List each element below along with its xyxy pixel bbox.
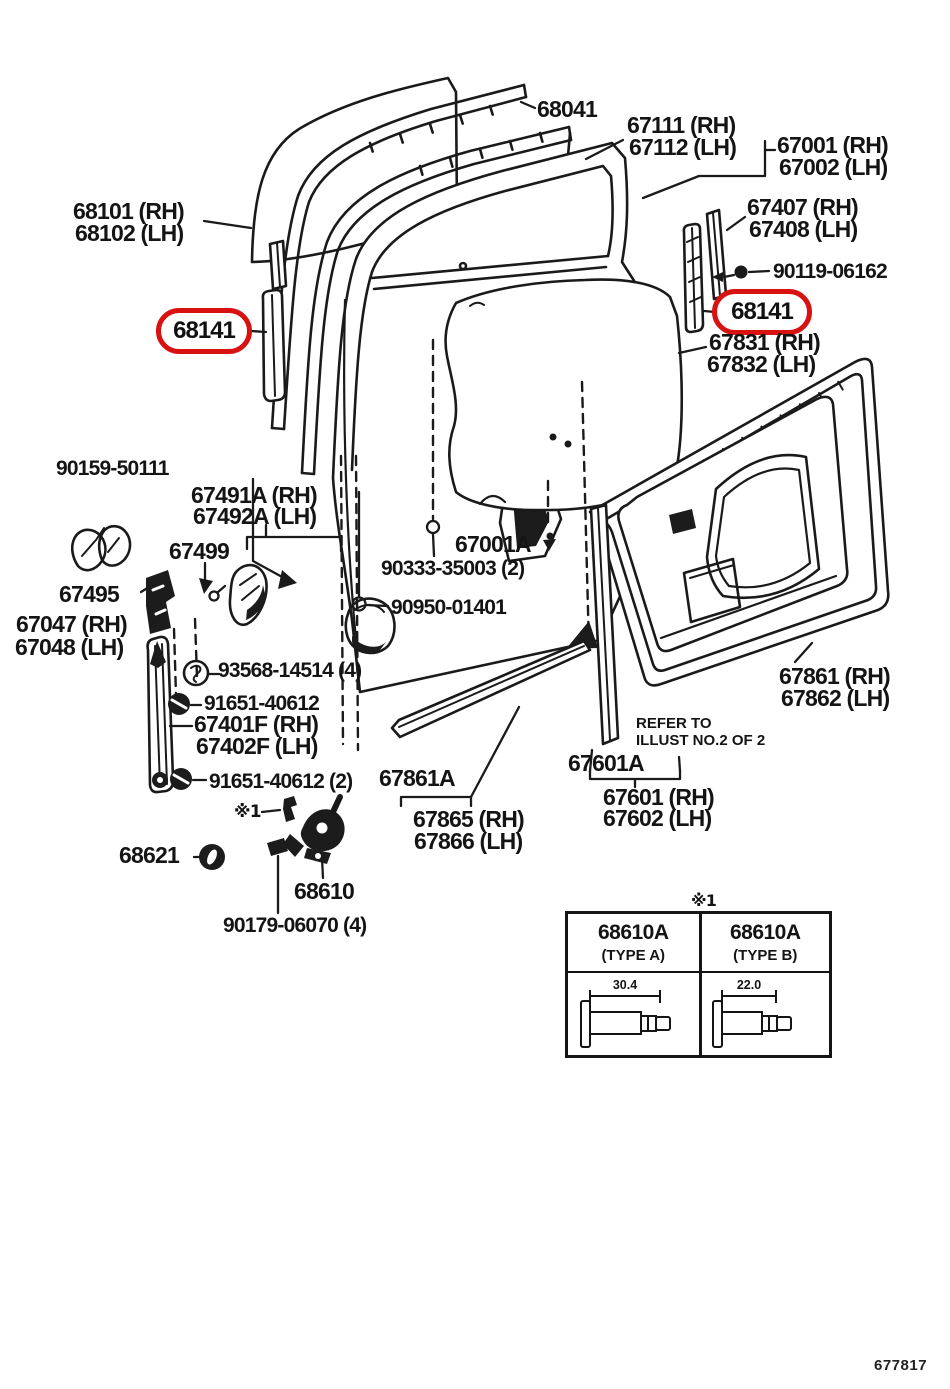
callout-91651: 91651-40612 [204, 692, 320, 715]
callout-67002: 67002 (LH) [779, 154, 888, 180]
callout-68102: 68102 (LH) [75, 220, 184, 246]
callout-67408: 67408 (LH) [749, 216, 858, 242]
callout-68041: 68041 [537, 96, 598, 122]
callout-68621: 68621 [119, 842, 180, 868]
callout-67401f: 67401F (RH) [194, 711, 319, 737]
callout-67861a: 67861A [379, 765, 456, 791]
callout-67601: 67601 (RH) [603, 784, 715, 810]
refer-note-line2: ILLUST NO.2 OF 2 [636, 732, 766, 749]
highlighted-callout-68141-left[interactable]: 68141 [156, 308, 252, 354]
callout-67861: 67861 (RH) [779, 663, 891, 689]
variant-type-label: (TYPE B) [733, 947, 798, 964]
variant-table: 68610A (TYPE A) 30.4 68610A (TYPE B) [565, 911, 832, 1058]
callout-68610: 68610 [294, 878, 355, 904]
bolt-drawing-type-b: 22.0 [712, 978, 793, 1048]
water-shield-art [444, 278, 684, 512]
callout-90950: 90950-01401 [391, 596, 507, 619]
callout-90333: 90333-35003 (2) [381, 557, 525, 580]
callout-67402f: 67402F (LH) [196, 733, 318, 759]
highlighted-part-number: 68141 [173, 317, 236, 344]
highlighted-callout-68141-right[interactable]: 68141 [712, 289, 812, 335]
variant-part-number: 68610A [597, 921, 669, 944]
callout-67111: 67111 (RH) [627, 112, 736, 138]
refer-note-line1: REFER TO [636, 715, 712, 732]
bolt-length-dimension: 30.4 [613, 978, 637, 992]
callout-67866: 67866 (LH) [414, 828, 523, 854]
callout-67831: 67831 (RH) [709, 329, 821, 355]
callout-67602: 67602 (LH) [603, 805, 712, 831]
bolt-length-dimension: 22.0 [737, 978, 761, 992]
callout-68101: 68101 (RH) [73, 198, 185, 224]
callout-67862: 67862 (LH) [781, 685, 890, 711]
callout-91651-2: 91651-40612 (2) [209, 770, 353, 793]
bolt-drawing-type-a: 30.4 [580, 978, 672, 1048]
callout-93568: 93568-14514 (4) [218, 659, 362, 682]
belt-moulding-art [390, 639, 592, 739]
glass-run-lower-strip-art [261, 288, 287, 403]
callout-90159: 90159-50111 [56, 457, 169, 480]
variant-cell-type-b: 68610A (TYPE B) 22.0 [698, 914, 829, 1055]
footnote-mark-1: ※1 [234, 802, 262, 822]
table-footnote-mark: ※1 [691, 891, 717, 910]
variant-cell-type-a: 68610A (TYPE A) 30.4 [568, 914, 699, 1055]
callout-67001a: 67001A [455, 531, 532, 557]
drawing-number: 677817 [874, 1357, 928, 1374]
callout-67047: 67047 (RH) [16, 611, 128, 637]
callout-67492a: 67492A (LH) [193, 503, 317, 529]
door-trim-assembly-art [554, 357, 890, 746]
callout-67001: 67001 (RH) [777, 132, 889, 158]
callout-67832: 67832 (LH) [707, 351, 816, 377]
variant-type-label: (TYPE A) [601, 947, 666, 964]
callout-67048: 67048 (LH) [15, 634, 124, 660]
callout-67499: 67499 [169, 538, 230, 564]
hinge-hardware-art [71, 524, 396, 870]
callout-90179: 90179-06070 (4) [223, 914, 367, 937]
callout-67112: 67112 (LH) [629, 134, 737, 160]
callout-67407: 67407 (RH) [747, 194, 859, 220]
callout-67865: 67865 (RH) [413, 806, 525, 832]
variant-part-number: 68610A [729, 921, 801, 944]
leader-lines [139, 100, 814, 915]
callout-67601a: 67601A [568, 750, 645, 776]
callout-67491a: 67491A (RH) [191, 482, 318, 508]
callout-90119: 90119-06162 [773, 260, 888, 283]
highlighted-part-number: 68141 [731, 298, 794, 325]
callout-67495: 67495 [59, 581, 120, 607]
